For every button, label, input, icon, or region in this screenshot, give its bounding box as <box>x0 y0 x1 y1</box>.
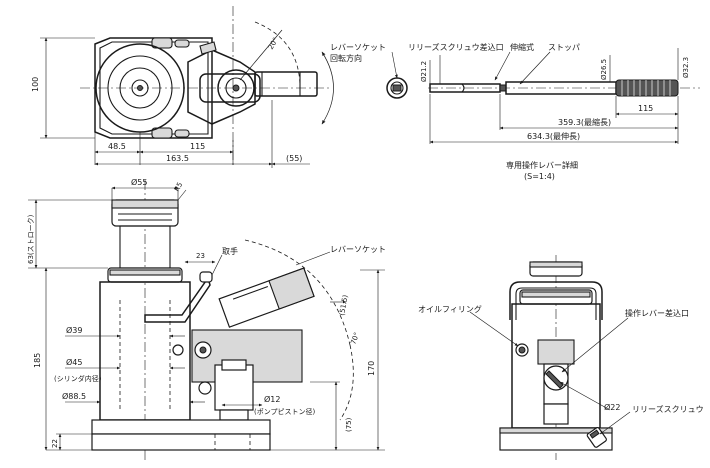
dim-115-top: 115 <box>190 142 205 151</box>
dim-48-5: 48.5 <box>108 142 126 151</box>
dim-359-3: 359.3(最縮長) <box>558 117 611 127</box>
dim-115-lever: 115 <box>638 104 653 113</box>
lever-detail: リリーズスクリュウ差込口 伸縮式 ストッパ Ø21.2 Ø26.5 Ø32.3 … <box>386 42 700 181</box>
dim-185: 185 <box>33 353 42 368</box>
lever-grip <box>615 79 679 97</box>
dim-23: 23 <box>196 252 205 260</box>
oil-filling-label: オイルフィリング <box>418 304 482 314</box>
stopper-label: ストッパ <box>548 43 580 52</box>
carry-handle <box>144 276 211 323</box>
telescopic-label: 伸縮式 <box>510 42 534 52</box>
base <box>91 419 271 435</box>
dim-dia-45: Ø45 <box>66 357 82 367</box>
side-view: オイルフィリング 操作レバー差込口 Ø22 リリーズスクリュウ <box>418 255 704 460</box>
dim-r5: R5 <box>173 181 185 193</box>
lever-socket-top <box>254 71 318 97</box>
cylinder-id-label: (シリンダ内径) <box>54 374 102 383</box>
dim-634-3: 634.3(最伸長) <box>527 131 580 141</box>
release-screw-insert-label: リリーズスクリュウ差込口 <box>408 42 504 52</box>
lever-detail-scale: (S=1:4) <box>524 172 555 181</box>
dim-dia-21-2: Ø21.2 <box>420 61 428 82</box>
angle-70-label: 70° <box>349 331 361 345</box>
lever-insert-label: 操作レバー差込口 <box>625 308 689 318</box>
dim-dia-32-3: Ø32.3 <box>682 57 690 78</box>
lever-socket-label: レバーソケット <box>330 43 386 52</box>
dim-163-5: 163.5 <box>166 154 189 163</box>
rotation-direction-label: 回転方向 <box>330 53 362 63</box>
pump-piston-label: (ポンプピストン径) <box>254 407 316 416</box>
dim-stroke: 63(ストローク) <box>27 214 35 264</box>
pump-circle <box>217 69 255 107</box>
angle-20-label: 20° <box>267 36 280 51</box>
lever-detail-title: 専用操作レバー詳細 <box>506 160 578 170</box>
dim-dia-26-5: Ø26.5 <box>600 59 608 80</box>
release-screw-label: リリーズスクリュウ <box>632 404 704 414</box>
lever-socket-front-label: レバーソケット <box>330 245 386 254</box>
dim-51-5: (51.5) <box>338 294 350 316</box>
handle-label: 取手 <box>222 246 238 256</box>
dim-75: (75) <box>345 417 353 432</box>
base-bottom <box>91 433 271 451</box>
dim-170: 170 <box>367 361 376 376</box>
dim-dia-22: Ø22 <box>604 402 620 412</box>
dim-dia-55: Ø55 <box>131 177 147 187</box>
top-view: 20° 100 48.5 115 163.5 (55) レバーソケット 回転方向 <box>31 6 386 168</box>
dim-22: 22 <box>51 439 59 448</box>
dim-dia-88-5: Ø88.5 <box>62 391 86 401</box>
dim-dia-12: Ø12 <box>264 394 280 404</box>
front-view: 70° (51.5) Ø55 R5 23 取手 レバーソケット 63(ストローク… <box>27 177 386 460</box>
dim-dia-39: Ø39 <box>66 325 82 335</box>
side-handle <box>509 281 603 320</box>
dim-100: 100 <box>31 77 40 92</box>
dim-55: (55) <box>286 154 302 163</box>
